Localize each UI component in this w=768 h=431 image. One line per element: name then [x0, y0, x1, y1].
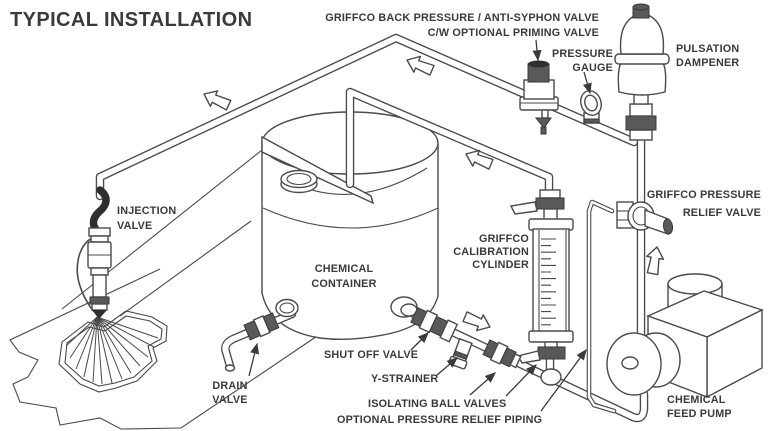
relief-piping	[586, 199, 617, 414]
pulsation-dampener-label-line1: PULSATION	[676, 43, 739, 55]
pressure-relief-valve	[616, 201, 674, 235]
drain-valve-label-line2: VALVE	[212, 394, 247, 406]
isolating-ball-valves-label: ISOLATING BALL VALVES	[368, 398, 506, 410]
drain-valve	[243, 298, 299, 341]
calibration-cylinder-label-line3: CYLINDER	[472, 259, 529, 271]
drain-pipe	[221, 309, 297, 372]
calibration-cylinder	[509, 189, 574, 386]
chemical-feed-pump-label-line1: CHEMICAL	[667, 394, 726, 406]
flow-arrow	[199, 85, 233, 114]
pressure-relief-valve-label-line1: GRIFFCO PRESSURE	[647, 189, 761, 201]
spray-fan-icon	[65, 316, 159, 385]
chemical-feed-pump	[606, 273, 764, 399]
pressure-gauge	[580, 90, 602, 124]
pressure-gauge-label-line1: PRESSURE	[552, 48, 613, 60]
chemical-container-label-line1: CHEMICAL	[315, 263, 374, 275]
y-strainer-label: Y-STRAINER	[371, 373, 438, 385]
y-strainer	[448, 337, 473, 370]
container-outlet-flange	[390, 296, 418, 318]
container-cap	[280, 169, 318, 194]
pressure-relief-valve-label-line2: RELIEF VALVE	[683, 207, 761, 219]
injection-valve-label-line1: INJECTION	[117, 205, 176, 217]
chemical-container	[261, 111, 439, 341]
calibration-cylinder-label-line2: CALIBRATION	[453, 246, 529, 258]
shut-off-valve-label: SHUT OFF VALVE	[324, 349, 418, 361]
calibration-suction-pipe	[345, 87, 554, 201]
pulsation-dampener	[614, 3, 670, 141]
chemical-feed-pump-label-line2: FEED PUMP	[667, 408, 732, 420]
leader-arrows	[248, 39, 592, 412]
pressure-gauge-label-line2: GAUGE	[572, 62, 613, 74]
flow-arrow	[643, 244, 667, 276]
page-title: TYPICAL INSTALLATION	[10, 9, 252, 31]
back-pressure-valve	[519, 60, 559, 135]
chemical-container-label-line2: CONTAINER	[311, 278, 376, 290]
isolating-ball-valve	[482, 339, 522, 369]
calibration-cylinder-label-line1: GRIFFCO	[479, 233, 529, 245]
pulsation-dampener-label-line2: DAMPENER	[676, 57, 739, 69]
back-pressure-valve-label-line2: C/W OPTIONAL PRIMING VALVE	[428, 27, 599, 39]
drain-valve-label-line1: DRAIN	[212, 380, 247, 392]
injection-valve	[76, 186, 112, 319]
suction-pipe	[405, 307, 649, 423]
back-pressure-valve-label-line1: GRIFFCO BACK PRESSURE / ANTI-SYPHON VALV…	[325, 12, 599, 24]
shut-off-valve	[410, 306, 459, 343]
optional-pressure-relief-piping-label: OPTIONAL PRESSURE RELIEF PIPING	[337, 414, 542, 426]
injection-valve-label-line2: VALVE	[117, 220, 152, 232]
flow-arrow	[461, 307, 495, 336]
injection-spray-basin	[58, 310, 168, 393]
